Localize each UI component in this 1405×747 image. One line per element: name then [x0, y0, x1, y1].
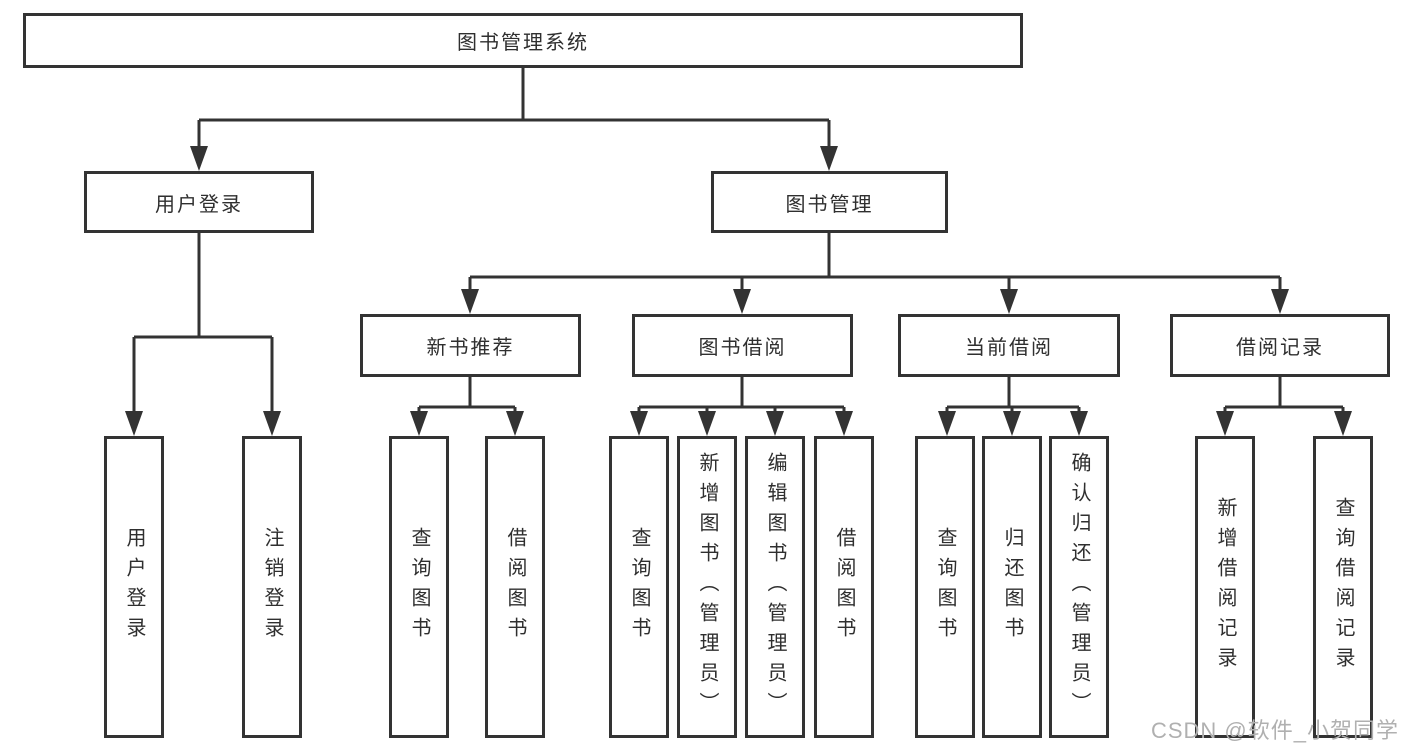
leaf-confirm-return-admin: 确认归还（管理员）	[1049, 436, 1109, 738]
arrow-down-icon	[125, 411, 143, 436]
arrow-down-icon	[506, 411, 524, 436]
arrowheads	[125, 146, 1352, 436]
arrow-down-icon	[698, 411, 716, 436]
arrow-down-icon	[1216, 411, 1234, 436]
arrow-down-icon	[1271, 289, 1289, 314]
leaf-user-login: 用户登录	[104, 436, 164, 738]
leaf-return-books: 归还图书	[982, 436, 1042, 738]
csdn-watermark: CSDN @软件_小贺同学	[1150, 718, 1399, 743]
leaf-query-books-recommend: 查询图书	[389, 436, 449, 738]
arrow-down-icon	[461, 289, 479, 314]
leaf-borrow-books-recommend: 借阅图书	[485, 436, 545, 738]
node-new-book-recommend: 新书推荐	[360, 314, 581, 377]
arrow-down-icon	[766, 411, 784, 436]
node-user-login: 用户登录	[84, 171, 314, 233]
arrow-down-icon	[938, 411, 956, 436]
arrow-down-icon	[1003, 411, 1021, 436]
leaf-edit-book-admin: 编辑图书（管理员）	[745, 436, 805, 738]
arrow-down-icon	[1334, 411, 1352, 436]
leaf-query-books-current: 查询图书	[915, 436, 975, 738]
arrow-down-icon	[190, 146, 208, 171]
arrow-down-icon	[820, 146, 838, 171]
leaf-borrow-books-borrow: 借阅图书	[814, 436, 874, 738]
leaf-query-books-borrow: 查询图书	[609, 436, 669, 738]
node-root: 图书管理系统	[23, 13, 1023, 68]
leaf-add-borrow-record: 新增借阅记录	[1195, 436, 1255, 738]
leaf-logout-login: 注销登录	[242, 436, 302, 738]
arrow-down-icon	[263, 411, 281, 436]
arrow-down-icon	[1070, 411, 1088, 436]
leaf-query-borrow-record: 查询借阅记录	[1313, 436, 1373, 738]
node-book-management: 图书管理	[711, 171, 948, 233]
node-book-borrow: 图书借阅	[632, 314, 853, 377]
arrow-down-icon	[733, 289, 751, 314]
arrow-down-icon	[1000, 289, 1018, 314]
leaf-add-book-admin: 新增图书（管理员）	[677, 436, 737, 738]
arrow-down-icon	[410, 411, 428, 436]
arrow-down-icon	[835, 411, 853, 436]
node-current-borrow: 当前借阅	[898, 314, 1120, 377]
node-borrow-records: 借阅记录	[1170, 314, 1390, 377]
arrow-down-icon	[630, 411, 648, 436]
